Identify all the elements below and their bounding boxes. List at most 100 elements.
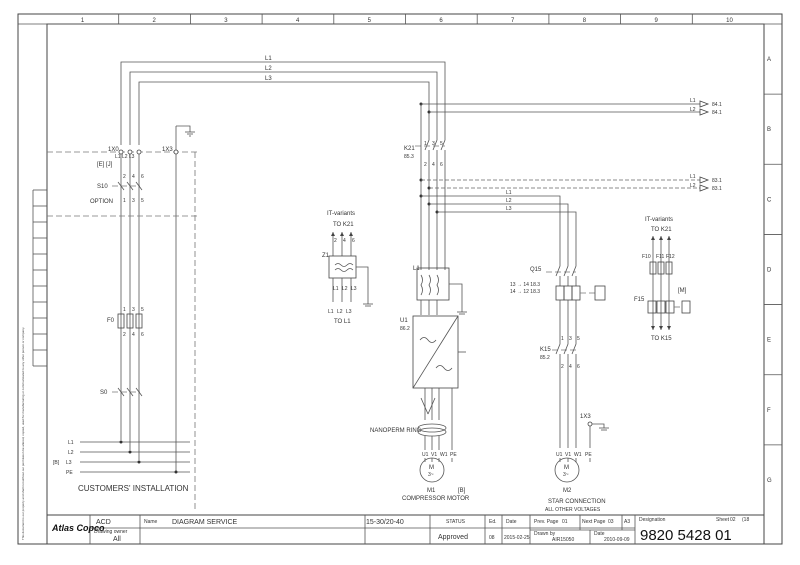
status-value: Approved — [438, 534, 468, 541]
model-code: 15-30/20-40 — [366, 519, 404, 526]
size-value: A3 — [624, 519, 630, 525]
column-number: 1 — [81, 18, 85, 24]
status-label: STATUS — [446, 519, 466, 525]
m1-3ph: 3~ — [428, 472, 434, 478]
title-block: Atlas Copco ACD Drawing owner All Name D… — [46, 514, 765, 545]
all-other-label: ALL OTHER VOLTAGES — [545, 507, 601, 513]
designation-label: Designation — [639, 517, 666, 523]
tap-l1-label: L1 — [690, 98, 696, 104]
k21-ref: 85.3 — [404, 154, 414, 160]
star-l1: L1 — [506, 190, 512, 196]
star-l3: L3 — [506, 206, 512, 212]
atlas-copco-logo: Atlas Copco — [51, 523, 105, 533]
it-variants-2: IT-variants — [645, 217, 673, 223]
f11-label: F11 — [656, 254, 664, 260]
star-label: STAR CONNECTION — [548, 499, 606, 505]
customers-installation: CUSTOMERS' INSTALLATION — [78, 484, 189, 493]
column-number: 9 — [654, 18, 658, 24]
to-k21-2: TO K21 — [651, 227, 672, 233]
column-number: 6 — [439, 18, 443, 24]
row-letter: C — [767, 197, 772, 203]
x0-terminal: 1X0 L1 L2 L3 [E] [J] — [47, 147, 200, 460]
row-letter: D — [767, 268, 772, 274]
m2-m: M — [564, 465, 569, 471]
svg-text:L2: L2 — [342, 286, 348, 292]
m2-3ph: 3~ — [563, 472, 569, 478]
branch-star: L1 L2 L3 — [419, 190, 577, 260]
prev-page-label: Prev. Page — [534, 519, 559, 525]
sheet-value: 02 — [730, 517, 736, 523]
cust-l3: L3 — [66, 460, 72, 466]
bus-label-l1: L1 — [265, 56, 272, 62]
m2-w1: W1 — [574, 452, 582, 458]
m1-w1: W1 — [440, 452, 448, 458]
nanoperm-ring: NANOPERM RING — [370, 423, 447, 437]
drawn-by-value: AIR15050 — [552, 537, 574, 543]
tap-84: L1 L2 84.1 84.1 — [419, 98, 722, 270]
m2-v1: V1 — [565, 452, 571, 458]
m1-pe: PE — [450, 452, 457, 458]
s0-label: S0 — [100, 390, 108, 396]
svg-text:5: 5 — [577, 336, 580, 342]
svg-text:5: 5 — [141, 307, 144, 313]
tap-l2-label: L2 — [690, 107, 696, 113]
left-margin-marks — [32, 189, 47, 367]
svg-text:6: 6 — [440, 162, 443, 168]
svg-text:4: 4 — [132, 174, 135, 180]
m1-u1: U1 — [422, 452, 429, 458]
drawing-name: DIAGRAM SERVICE — [172, 519, 238, 526]
prev-page-value: 01 — [562, 519, 568, 525]
svg-text:L1: L1 — [328, 309, 334, 315]
ref-83-a: 83.1 — [712, 178, 722, 184]
svg-text:6: 6 — [141, 332, 144, 338]
svg-text:3: 3 — [132, 198, 135, 204]
svg-text:2: 2 — [123, 174, 126, 180]
nanoperm-label: NANOPERM RING — [370, 428, 422, 434]
designation-number: 9820 5428 01 — [640, 527, 732, 544]
x0-label: 1X0 — [108, 147, 119, 153]
s10-label: S10 — [97, 184, 108, 190]
f10-f15: IT-variants TO K21 F10 F11 F12 [M] F15 T… — [634, 217, 691, 342]
main-bus: L1 L2 L3 — [120, 56, 446, 145]
tap83-l2-label: L2 — [690, 183, 696, 189]
svg-text:1: 1 — [424, 141, 427, 147]
f0-label: F0 — [107, 318, 115, 324]
x3b-terminal: 1X3 — [580, 414, 609, 448]
ref-84-a: 84.1 — [712, 102, 722, 108]
row-letter: A — [767, 57, 771, 63]
m2-pe: PE — [585, 452, 592, 458]
ref-83-b: 83.1 — [712, 186, 722, 192]
tap-83: L1 L2 83.1 83.1 — [419, 174, 722, 192]
u1-ref: 86.2 — [400, 326, 410, 332]
svg-text:3: 3 — [432, 141, 435, 147]
x3-label: 1X3 — [162, 147, 173, 153]
svg-text:6: 6 — [141, 174, 144, 180]
svg-text:4: 4 — [343, 238, 346, 244]
column-number: 7 — [511, 18, 515, 24]
z1-label: Z1 — [322, 253, 330, 259]
q15-label: Q15 — [530, 267, 542, 273]
date2-value: 2010-09-09 — [604, 537, 630, 543]
m1-label: M1 — [427, 488, 436, 494]
column-number: 3 — [224, 18, 228, 24]
k15-ref: 85.2 — [540, 355, 550, 361]
m1-sub: COMPRESSOR MOTOR — [402, 496, 470, 502]
row-letter: B — [767, 127, 771, 133]
it-variants-1: IT-variants — [327, 211, 355, 217]
svg-text:3: 3 — [569, 336, 572, 342]
m2-u1: U1 — [556, 452, 563, 458]
m2-motor: U1 V1 W1 PE M 3~ STAR CONNECTION ALL OTH… — [545, 452, 606, 513]
inner-frame — [46, 23, 765, 516]
ref-84-b: 84.1 — [712, 110, 722, 116]
m1-motor: U1 V1 W1 PE M 3~ M1 COMPRESSOR MOTOR [B] — [402, 436, 470, 502]
column-number: 8 — [583, 18, 587, 24]
tap83-l1-label: L1 — [690, 174, 696, 180]
svg-text:4: 4 — [132, 332, 135, 338]
acd-code: ACD — [96, 519, 111, 526]
m1-v1: V1 — [431, 452, 437, 458]
